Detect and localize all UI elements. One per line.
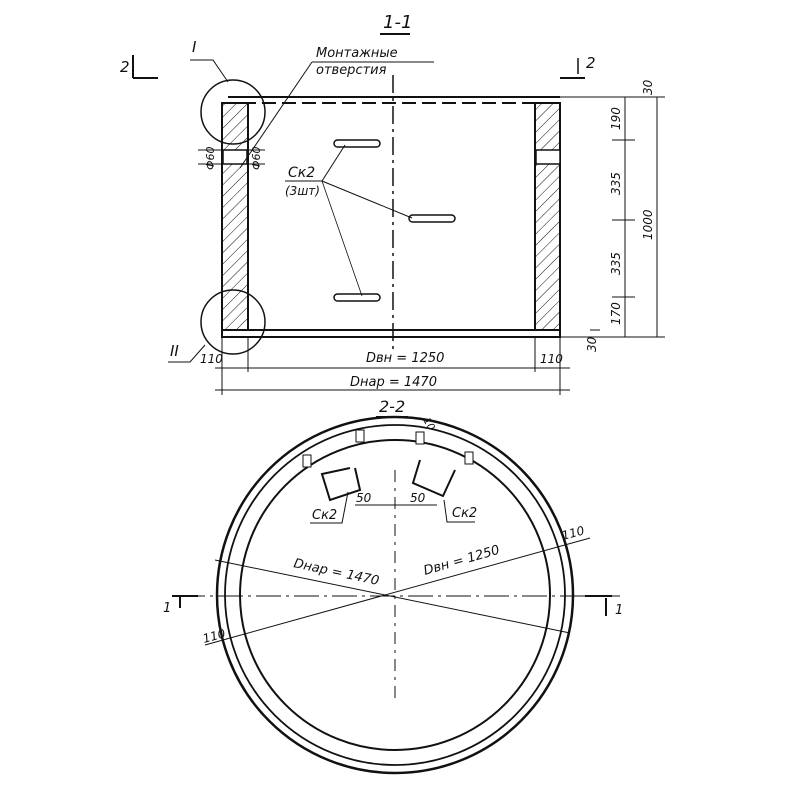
svg-text:190: 190 bbox=[609, 107, 623, 130]
step-label: Ск2 bbox=[288, 165, 315, 181]
svg-text:2: 2 bbox=[120, 58, 130, 76]
wall-right-dim: 110 bbox=[560, 523, 586, 543]
section-1-title: 1-1 bbox=[383, 12, 412, 33]
step-bracket-left bbox=[320, 467, 362, 502]
step-bar bbox=[333, 293, 381, 302]
cut-mark-left: 2 bbox=[120, 55, 158, 79]
svg-text:2: 2 bbox=[586, 54, 596, 72]
wall-left-dim: 110 bbox=[201, 626, 227, 646]
section-2-title: 2-2 bbox=[379, 397, 405, 416]
callout-I-label: I bbox=[192, 38, 197, 56]
anchor bbox=[415, 431, 425, 445]
note-mounting-line2: отверстия bbox=[316, 63, 387, 78]
section-2-2: 2-2 10 50 50 Ск2 Ск2 Dнар = 1470 Dвн = 1… bbox=[163, 397, 623, 775]
step-bar bbox=[408, 214, 456, 223]
svg-text:170: 170 bbox=[609, 302, 623, 325]
inner-ring bbox=[239, 439, 551, 751]
svg-text:335: 335 bbox=[609, 252, 623, 275]
section-1-1: 1-1 2 2 I II Монтажные отверстия bbox=[120, 12, 665, 395]
middle-ring bbox=[224, 424, 566, 766]
cut-mark-left: 1 bbox=[163, 595, 198, 616]
callout-circle-II bbox=[200, 289, 266, 355]
total-height: 1000 bbox=[641, 209, 655, 240]
svg-text:1: 1 bbox=[615, 603, 623, 618]
callout-II-label: II bbox=[170, 342, 179, 360]
inner-diameter-line bbox=[204, 537, 591, 646]
mounting-hole-left bbox=[222, 149, 248, 165]
right-wall bbox=[534, 102, 561, 332]
step-right-label: Ск2 bbox=[452, 506, 477, 521]
note-mounting-line1: Монтажные bbox=[316, 46, 398, 61]
step-left-label: Ск2 bbox=[312, 508, 337, 523]
width-dimensions: 110 110 Dвн = 1250 Dнар = 1470 bbox=[200, 337, 570, 395]
outer-diameter-dim: Dнар = 1470 bbox=[292, 556, 380, 589]
cut-mark-right: 1 bbox=[585, 595, 623, 618]
outer-ring bbox=[215, 415, 575, 775]
wall-left-dim: 110 bbox=[200, 352, 223, 366]
left-wall bbox=[221, 102, 249, 332]
outer-diameter-line bbox=[214, 559, 571, 634]
svg-text:335: 335 bbox=[609, 172, 623, 195]
step-count: (3шт) bbox=[285, 184, 320, 198]
bottom-ring bbox=[221, 329, 561, 338]
svg-text:30: 30 bbox=[585, 336, 599, 352]
anchor bbox=[302, 454, 312, 468]
step-bracket-right bbox=[411, 459, 456, 498]
wall-right-dim: 110 bbox=[540, 352, 563, 366]
inner-diameter-dim: Dвн = 1250 bbox=[366, 351, 444, 366]
svg-text:1: 1 bbox=[163, 601, 171, 616]
offset-left: 50 bbox=[356, 491, 372, 505]
anchor bbox=[464, 451, 474, 465]
anchor bbox=[355, 429, 365, 443]
offset-right: 50 bbox=[410, 491, 426, 505]
mounting-hole-right bbox=[535, 149, 561, 165]
cut-mark-right: 2 bbox=[560, 54, 596, 79]
height-dimensions: 30 190 335 335 170 30 1000 bbox=[560, 79, 665, 352]
outer-diameter-dim: Dнар = 1470 bbox=[350, 375, 437, 390]
svg-text:30: 30 bbox=[641, 79, 655, 95]
step-bar bbox=[333, 139, 381, 148]
callout-circle-I bbox=[200, 79, 266, 145]
